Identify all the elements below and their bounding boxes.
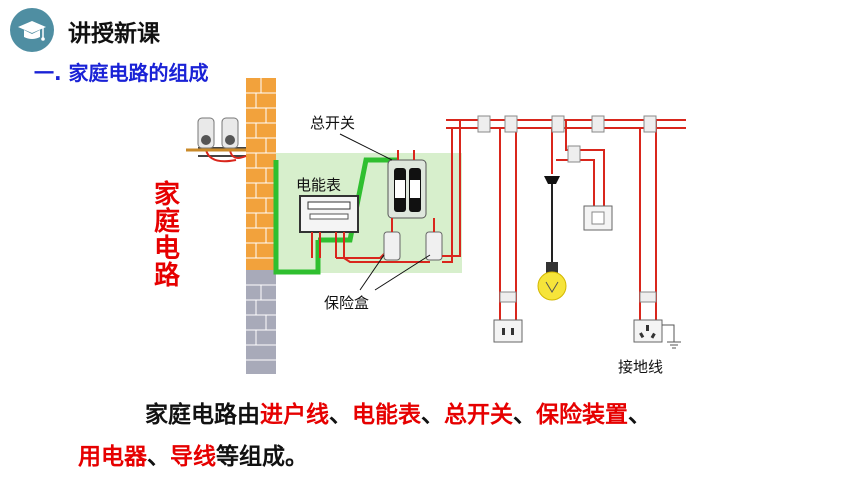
fuse-box-label: 保险盒 (324, 294, 370, 312)
term-wire: 导线 (170, 444, 216, 470)
vertical-char: 家 (153, 180, 180, 210)
graduation-cap-icon (18, 21, 46, 41)
term-appliance: 用电器 (78, 444, 147, 470)
ground-wire-label: 接地线 (618, 358, 664, 376)
summary-line-2: 用电器、导线等组成。 (78, 436, 308, 478)
summary-text: 、 (421, 402, 444, 428)
electricity-meter (299, 195, 430, 263)
term-service-line: 进户线 (260, 402, 329, 428)
meter-label: 电能表 (296, 176, 342, 194)
summary-text: 、 (147, 444, 170, 470)
fuse-boxes (383, 218, 443, 261)
main-switch-label: 总开关 (310, 114, 356, 132)
lamp (537, 176, 567, 301)
summary-line-1: 家庭电路由进户线、电能表、总开关、保险装置、 (145, 394, 651, 436)
junction-blocks (477, 115, 657, 303)
term-main-switch: 总开关 (444, 402, 513, 428)
summary-text: 、 (628, 402, 651, 428)
vertical-char: 路 (153, 261, 180, 291)
two-pin-socket (493, 319, 523, 343)
main-switch (387, 150, 427, 219)
summary-text: 、 (513, 402, 536, 428)
wall-switch (583, 205, 613, 231)
header-badge (10, 8, 54, 52)
service-entrance (186, 117, 247, 163)
summary-text: 家庭电路由 (145, 402, 260, 428)
page-title: 讲授新课 (68, 21, 160, 47)
term-meter: 电能表 (352, 402, 421, 428)
section-title: 一. 家庭电路的组成 (34, 61, 209, 85)
vertical-char: 电 (153, 234, 180, 264)
three-pin-socket (633, 319, 681, 349)
summary-text: 、 (329, 402, 352, 428)
summary-text: 等组成。 (216, 444, 308, 470)
vertical-char: 庭 (153, 207, 180, 237)
brick-wall (246, 78, 276, 374)
term-protection-device: 保险装置 (536, 402, 628, 428)
vertical-label: 家 庭 电 路 (150, 182, 184, 290)
